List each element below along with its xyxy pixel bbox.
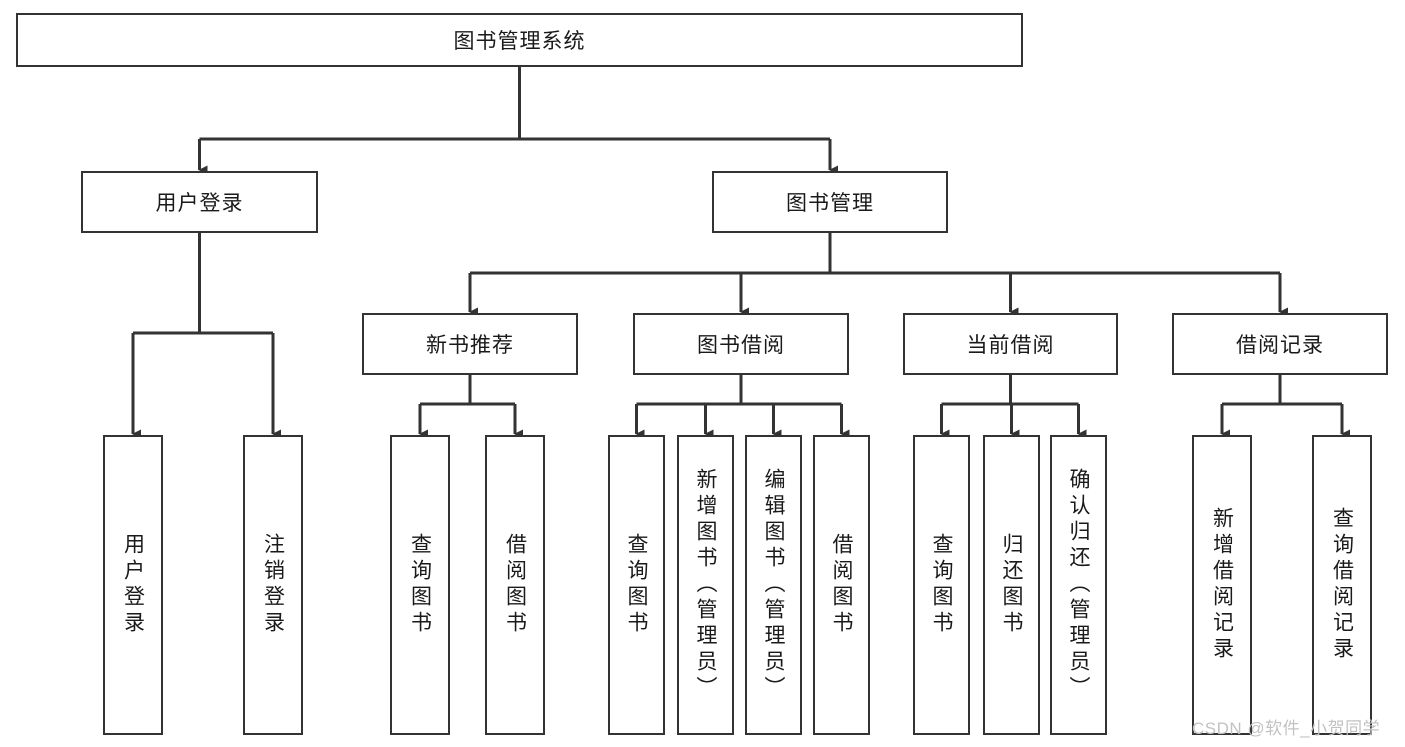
csdn-watermark: CSDN @软件_小贺同学 xyxy=(1192,719,1381,738)
node-borrow-record[interactable]: 借阅记录 xyxy=(1172,313,1388,375)
node-label: 查询借阅记录 xyxy=(1330,507,1354,663)
node-label: 借阅图书 xyxy=(830,533,853,637)
node-leaf-add-borrow-record[interactable]: 新增借阅记录 xyxy=(1192,435,1252,735)
node-book-manage[interactable]: 图书管理 xyxy=(712,171,948,233)
node-label: 新增图书（管理员） xyxy=(694,468,717,702)
node-label: 图书管理系统 xyxy=(453,30,586,53)
node-leaf-confirm-return-admin[interactable]: 确认归还（管理员） xyxy=(1050,435,1107,735)
node-leaf-borrow-book-2[interactable]: 借阅图书 xyxy=(813,435,870,735)
node-leaf-query-book-1[interactable]: 查询图书 xyxy=(390,435,450,735)
node-leaf-edit-book-admin[interactable]: 编辑图书（管理员） xyxy=(745,435,802,735)
node-label: 新增借阅记录 xyxy=(1210,507,1234,663)
node-label: 新书推荐 xyxy=(426,334,514,357)
node-label: 用户登录 xyxy=(121,533,145,637)
node-book-borrow[interactable]: 图书借阅 xyxy=(633,313,849,375)
node-label: 借阅图书 xyxy=(503,533,527,637)
node-leaf-query-book-3[interactable]: 查询图书 xyxy=(913,435,970,735)
node-label: 归还图书 xyxy=(1000,533,1023,637)
node-current-borrow[interactable]: 当前借阅 xyxy=(903,313,1118,375)
node-label: 查询图书 xyxy=(408,533,432,637)
node-label: 图书管理 xyxy=(786,192,874,215)
node-leaf-add-book-admin[interactable]: 新增图书（管理员） xyxy=(677,435,734,735)
node-label: 图书借阅 xyxy=(697,334,785,357)
node-label: 确认归还（管理员） xyxy=(1067,468,1090,702)
node-label: 编辑图书（管理员） xyxy=(762,468,785,702)
node-label: 查询图书 xyxy=(930,533,953,637)
node-leaf-query-borrow-record[interactable]: 查询借阅记录 xyxy=(1312,435,1372,735)
node-label: 用户登录 xyxy=(155,192,244,215)
node-user-login[interactable]: 用户登录 xyxy=(81,171,318,233)
node-label: 当前借阅 xyxy=(966,334,1055,357)
node-leaf-user-logout[interactable]: 注销登录 xyxy=(243,435,303,735)
node-label: 借阅记录 xyxy=(1236,334,1324,357)
node-new-book-recommend[interactable]: 新书推荐 xyxy=(362,313,578,375)
node-leaf-user-login[interactable]: 用户登录 xyxy=(103,435,163,735)
node-leaf-return-book[interactable]: 归还图书 xyxy=(983,435,1040,735)
node-root[interactable]: 图书管理系统 xyxy=(16,13,1023,67)
node-label: 查询图书 xyxy=(625,533,648,637)
node-leaf-borrow-book-1[interactable]: 借阅图书 xyxy=(485,435,545,735)
node-label: 注销登录 xyxy=(261,533,285,637)
node-leaf-query-book-2[interactable]: 查询图书 xyxy=(608,435,665,735)
